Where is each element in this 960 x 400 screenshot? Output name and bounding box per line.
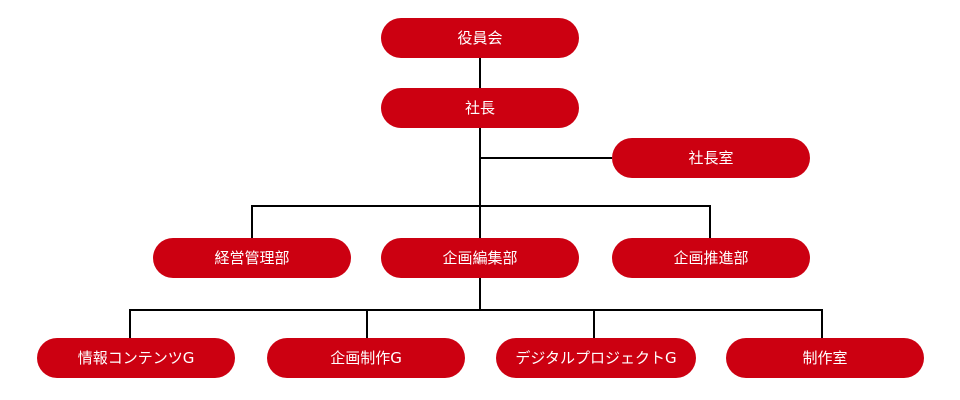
node-president-office: 社長室 (612, 138, 810, 178)
node-president: 社長 (381, 88, 579, 128)
node-planning-promotion: 企画推進部 (612, 238, 810, 278)
node-digital-project: デジタルプロジェクトG (496, 338, 696, 378)
node-planning-production: 企画制作G (267, 338, 465, 378)
node-planning-editorial: 企画編集部 (381, 238, 579, 278)
node-production-room: 制作室 (726, 338, 924, 378)
node-management: 経営管理部 (153, 238, 351, 278)
node-board: 役員会 (381, 18, 579, 58)
node-info-contents: 情報コンテンツG (37, 338, 235, 378)
